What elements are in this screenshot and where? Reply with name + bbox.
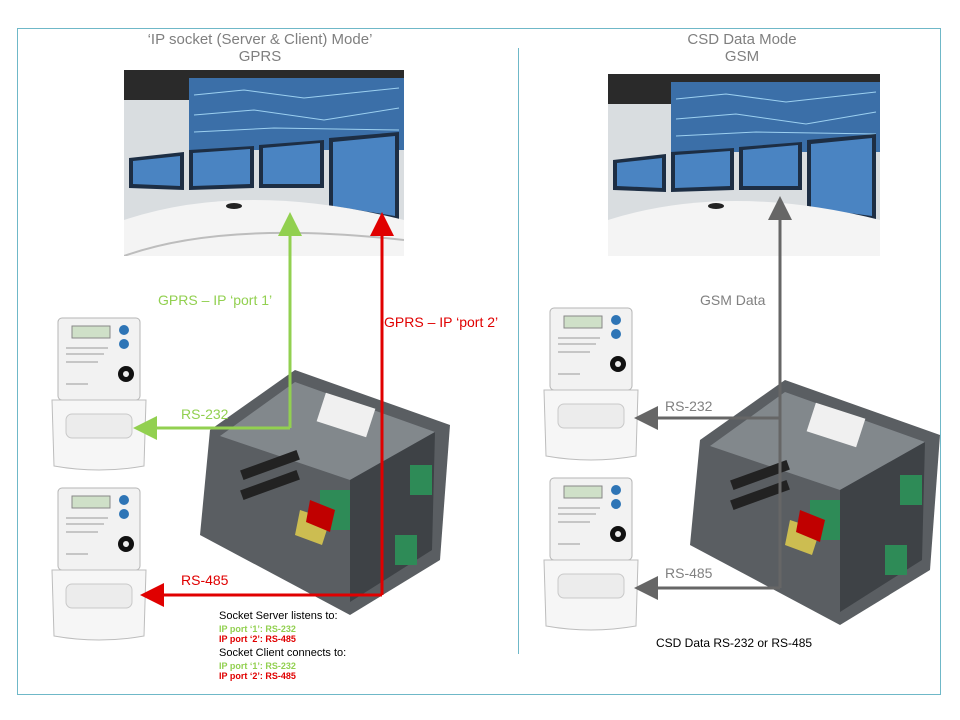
server-port1-value: RS-232 <box>265 624 296 634</box>
socket-server-heading: Socket Server listens to: <box>219 610 338 622</box>
socket-server-note: Socket Server listens to: IP port ‘1’: R… <box>219 610 346 681</box>
left-panel-title: ‘IP socket (Server & Client) Mode’ GPRS <box>110 31 410 65</box>
label-gprs-port1: GPRS – IP ‘port 1’ <box>158 292 273 308</box>
label-rs232-left: RS-232 <box>181 406 229 422</box>
label-gprs-port2: GPRS – IP ‘port 2’ <box>384 314 499 330</box>
csd-footer-note: CSD Data RS-232 or RS-485 <box>656 636 813 650</box>
right-title-line1: CSD Data Mode <box>687 31 797 48</box>
server-port1-label: IP port ‘1’: <box>219 624 263 634</box>
client-port1-line: IP port ‘1’: RS-232 <box>219 661 346 671</box>
client-port2-value: RS-485 <box>265 671 296 681</box>
socket-client-heading: Socket Client connects to: <box>219 647 347 659</box>
right-panel-title: CSD Data Mode GSM <box>592 31 892 65</box>
control-room-photo-right <box>608 74 880 256</box>
left-title-line1: ‘IP socket (Server & Client) Mode’ <box>147 31 373 48</box>
client-port2-line: IP port ‘2’: RS-485 <box>219 671 346 681</box>
panel-divider <box>518 48 519 654</box>
server-port2-label: IP port ‘2’: <box>219 634 263 644</box>
control-room-photo-left <box>124 70 404 256</box>
diagram-frame <box>17 28 941 695</box>
server-port1-line: IP port ‘1’: RS-232 <box>219 624 346 634</box>
server-port2-line: IP port ‘2’: RS-485 <box>219 634 346 644</box>
client-port2-label: IP port ‘2’: <box>219 671 263 681</box>
arrow-gsm <box>634 196 792 600</box>
client-port1-label: IP port ‘1’: <box>219 661 263 671</box>
label-gsm-data: GSM Data <box>700 292 766 308</box>
label-rs485-right: RS-485 <box>665 565 713 581</box>
left-title-line2: GPRS <box>238 48 282 65</box>
client-port1-value: RS-232 <box>265 661 296 671</box>
server-port2-value: RS-485 <box>265 634 296 644</box>
arrow-port1 <box>133 212 302 440</box>
right-title-line2: GSM <box>724 48 760 65</box>
arrow-port2 <box>140 212 394 607</box>
label-rs232-right: RS-232 <box>665 398 713 414</box>
label-rs485-left: RS-485 <box>181 572 229 588</box>
